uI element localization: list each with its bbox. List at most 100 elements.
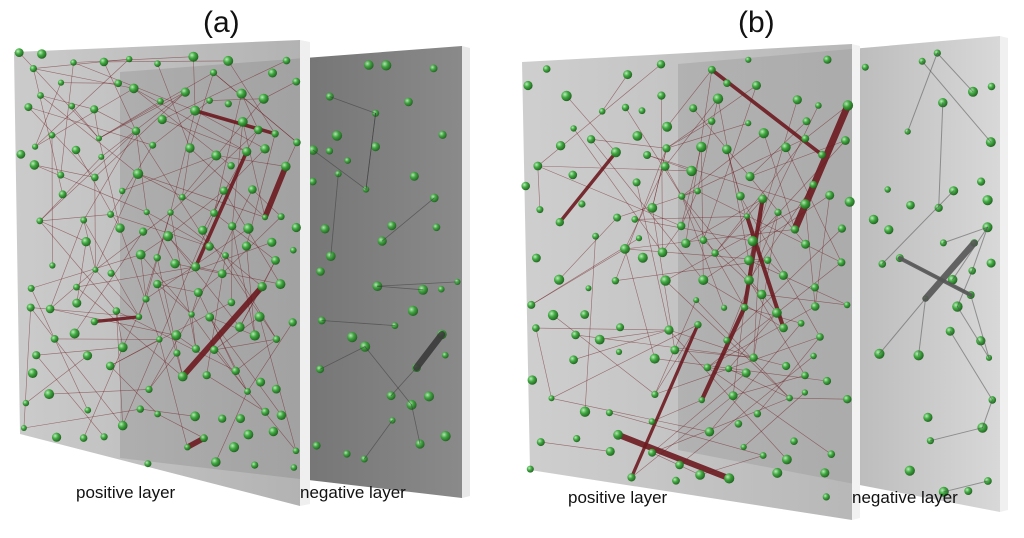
positive-edge [28,106,153,146]
network-node [409,171,419,181]
network-node [527,375,537,385]
network-node [343,450,351,458]
positive-edge [209,98,265,101]
negative-edge [376,281,458,287]
network-node [757,289,767,300]
network-node [344,157,352,164]
network-node [752,80,761,90]
network-node [81,237,91,247]
network-node [32,351,41,360]
positive-edge [629,323,700,479]
network-node [258,93,269,104]
network-node [404,97,413,107]
network-node [837,258,846,267]
network-node [84,406,92,414]
network-node [49,262,56,269]
network-node [206,97,213,104]
network-node [135,313,143,320]
positive-edge [135,130,210,247]
positive-edge [535,327,670,331]
network-node [736,191,745,201]
positive-edge [679,355,814,466]
network-node [132,168,144,179]
network-node [810,302,820,311]
network-node [82,351,93,361]
positive-edge [742,196,765,310]
positive-edge [206,374,266,413]
network-node [98,153,105,160]
network-node [660,161,670,171]
network-node [227,162,235,170]
panel-a-title: (a) [203,6,240,39]
positive-edge [133,88,247,152]
positive-edge [215,391,248,463]
positive-edge [157,283,199,293]
positive-edge [148,352,178,390]
network-node [689,104,698,113]
positive-edge [198,273,223,293]
network-node [131,126,141,136]
positive-edge [152,100,210,146]
network-node [740,443,747,451]
positive-edge [231,225,256,336]
network-node [786,394,793,402]
network-node [188,51,199,62]
positive-layer-edges-a [18,52,298,463]
positive-edge [198,292,236,372]
network-node [90,317,99,326]
positive-layer-edge-b [852,44,860,520]
network-node [707,65,716,74]
network-node [440,431,451,442]
network-node [758,128,769,139]
network-node [144,460,152,468]
network-node [224,100,232,108]
network-node [884,225,894,235]
network-node [772,307,782,318]
positive-edge [743,392,806,448]
network-node [694,321,702,329]
positive-edge [83,219,140,318]
positive-edge [590,139,704,281]
network-node [71,145,81,155]
network-node [923,412,933,422]
network-node [191,262,201,272]
positive-edge [116,310,236,372]
network-node [70,59,77,66]
positive-edge [685,198,763,244]
negative-edge [312,149,367,190]
network-node [312,441,321,450]
positive-edge [540,441,611,452]
network-node [561,90,572,102]
network-node [820,468,830,478]
positive-edge [680,190,698,227]
positive-edge [95,269,140,318]
network-node [801,239,810,249]
positive-edge [651,148,667,209]
network-node [26,303,35,312]
network-node [180,87,190,97]
network-node [219,186,228,195]
network-node [694,187,701,195]
network-node [57,79,65,86]
positive-edge [259,316,297,452]
network-node [292,77,301,86]
positive-edge [213,212,276,261]
network-node [190,105,201,116]
network-node [331,130,343,141]
network-node [91,173,99,182]
positive-layer-plane-b [522,44,852,520]
positive-edge [573,329,670,361]
positive-edge [624,229,796,250]
network-node [115,223,125,233]
positive-edge [49,269,96,310]
positive-edge [662,225,682,253]
network-node [662,121,673,132]
positive-edge [235,338,277,372]
network-node [114,79,122,88]
network-node [73,283,80,291]
positive-edge [137,173,266,218]
network-node [154,410,161,418]
network-node [143,209,150,216]
positive-edge [213,316,260,351]
positive-edge [749,140,846,177]
